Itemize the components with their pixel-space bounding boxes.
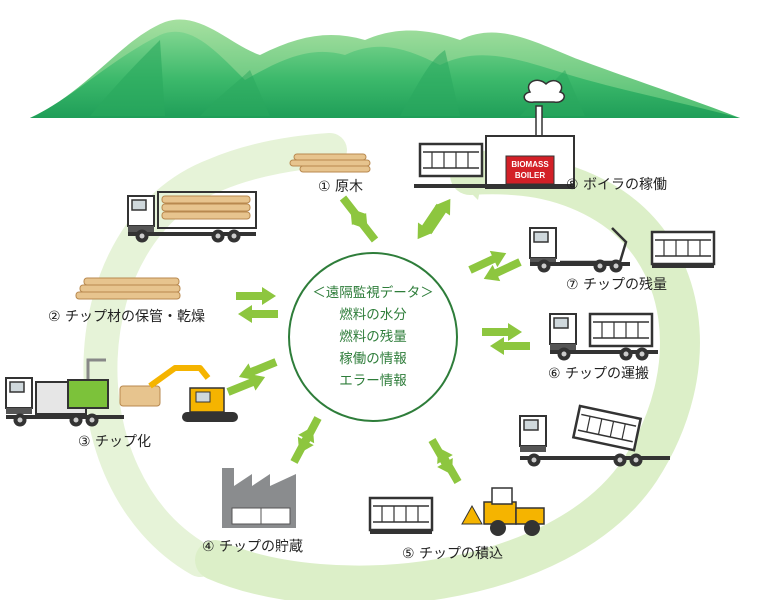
stage-label-warehouse: ④ チップの貯蔵 <box>202 539 304 555</box>
log-pile-icon <box>289 153 371 173</box>
remote-monitoring-panel: ＜遠隔監視データ＞ 燃料の水分 燃料の残量 稼働の情報 エラー情報 <box>288 252 458 422</box>
chipper-truck-icon <box>5 358 124 427</box>
wood-pile-icon <box>75 277 181 300</box>
center-item-remaining: 燃料の残量 <box>339 329 407 345</box>
center-item-operation: 稼働の情報 <box>339 351 407 367</box>
boiler-sign-line1: BIOMASS <box>511 160 549 169</box>
stage-label-remaining: ⑦ チップの残量 <box>566 277 668 293</box>
stage-label-logs: ① 原木 <box>318 179 364 195</box>
stage-label-chipping: ③ チップ化 <box>78 434 152 450</box>
center-title: ＜遠隔監視データ＞ <box>312 285 434 301</box>
excavator-icon <box>119 365 238 422</box>
mountains-icon <box>30 19 740 118</box>
boiler-sign-line2: BOILER <box>515 171 545 180</box>
flatbed-truck-icon <box>549 312 658 361</box>
container-icon <box>368 496 434 534</box>
wheel-loader-icon <box>461 487 545 536</box>
stage-label-transport: ⑥ チップの運搬 <box>548 366 650 382</box>
stage-label-storage-drying: ② チップ材の保管・乾燥 <box>48 309 206 325</box>
container-icon <box>650 230 716 268</box>
hooklift-truck-icon <box>519 404 670 467</box>
factory-icon <box>222 468 296 528</box>
boiler-building-icon: BIOMASS BOILER <box>414 79 575 189</box>
log-truck-icon <box>127 191 257 243</box>
center-item-errors: エラー情報 <box>339 373 407 389</box>
stage-label-boiler: ⑧ ボイラの稼働 <box>566 177 668 193</box>
hooklift-truck-empty-icon <box>529 227 630 273</box>
stage-label-loading: ⑤ チップの積込 <box>402 546 504 562</box>
center-item-moisture: 燃料の水分 <box>339 307 407 323</box>
